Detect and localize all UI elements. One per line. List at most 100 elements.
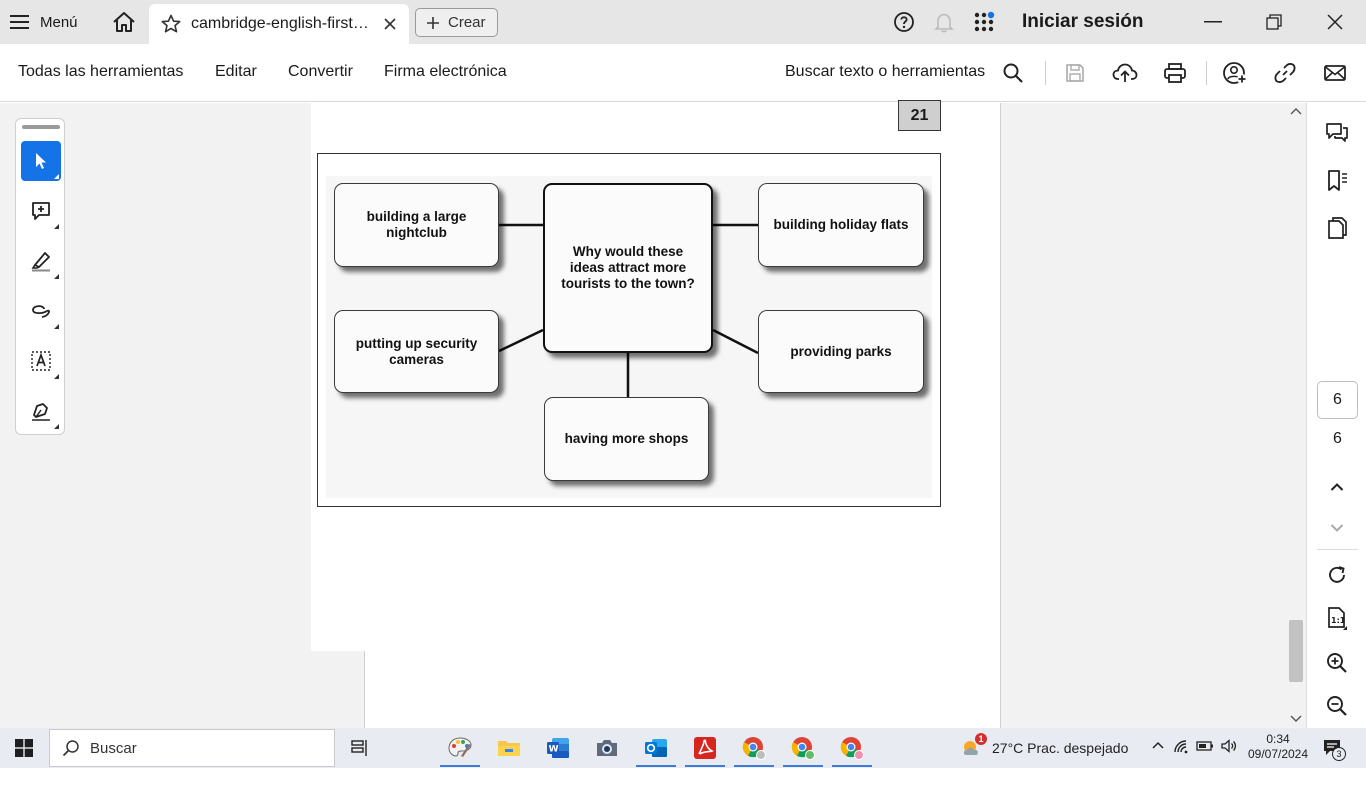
edit-menu[interactable]: Editar xyxy=(215,63,257,80)
create-button[interactable]: Crear xyxy=(415,8,498,37)
search-icon[interactable] xyxy=(1000,60,1026,86)
star-icon[interactable] xyxy=(161,14,181,34)
rotate-button[interactable] xyxy=(1322,560,1352,590)
text-box-tool-button[interactable] xyxy=(21,341,61,381)
more-options-indicator xyxy=(54,174,59,179)
save-icon[interactable] xyxy=(1062,60,1088,86)
start-button[interactable] xyxy=(0,728,48,768)
central-question-node: Why would these ideas attract more touri… xyxy=(543,183,713,353)
rail-drag-handle[interactable] xyxy=(22,125,60,129)
system-tray xyxy=(1150,738,1238,754)
notifications-button[interactable] xyxy=(930,0,958,44)
taskbar-app-file-explorer[interactable] xyxy=(489,728,529,768)
mind-map-diagram: Why would these ideas attract more touri… xyxy=(317,153,941,507)
system-clock[interactable]: 0:34 09/07/2024 xyxy=(1243,732,1313,762)
chrome-icon xyxy=(790,735,816,761)
taskbar-app-camera[interactable] xyxy=(587,728,627,768)
minimize-button[interactable] xyxy=(1196,0,1230,44)
zoom-out-button[interactable] xyxy=(1322,691,1352,721)
pages-button[interactable] xyxy=(1322,214,1352,244)
clock-date: 09/07/2024 xyxy=(1247,747,1309,761)
link-icon[interactable] xyxy=(1272,60,1298,86)
taskbar-app-chrome-3[interactable] xyxy=(832,728,872,768)
taskbar-app-chrome-2[interactable] xyxy=(783,728,823,768)
running-indicator xyxy=(734,765,774,767)
actual-size-icon: 1:1 xyxy=(1326,606,1348,630)
running-indicator xyxy=(440,765,480,767)
home-button[interactable] xyxy=(106,0,142,44)
create-label: Crear xyxy=(448,14,486,31)
previous-page-button[interactable] xyxy=(1322,472,1352,502)
draw-tool-button[interactable] xyxy=(21,291,61,331)
print-icon[interactable] xyxy=(1162,60,1188,86)
notification-icon xyxy=(1322,738,1346,758)
actual-size-button[interactable]: 1:1 xyxy=(1322,603,1352,633)
battery-icon[interactable] xyxy=(1196,739,1214,753)
bookmarks-button[interactable] xyxy=(1322,166,1352,196)
task-view-icon xyxy=(350,739,370,757)
document-tab[interactable]: cambridge-english-first-for-schools xyxy=(149,4,409,44)
comments-button[interactable] xyxy=(1322,118,1352,148)
highlighter-icon xyxy=(30,250,52,272)
taskbar-search-box[interactable]: Buscar xyxy=(49,729,335,767)
menu-button[interactable]: Menú xyxy=(10,0,96,44)
scroll-up-icon[interactable] xyxy=(1290,107,1302,115)
notification-center-button[interactable]: 3 xyxy=(1322,738,1346,761)
taskbar-app-acrobat[interactable] xyxy=(685,728,725,768)
add-comment-tool-button[interactable] xyxy=(21,191,61,231)
main-toolbar: Todas las herramientas Editar Convertir … xyxy=(0,44,1366,102)
running-indicator xyxy=(636,765,676,767)
vertical-scrollbar[interactable] xyxy=(1286,103,1306,728)
notification-count-badge: 3 xyxy=(1332,747,1346,761)
weather-widget[interactable]: 1 27°C Prac. despejado xyxy=(960,733,1128,759)
connector-lines xyxy=(498,223,759,397)
sign-in-link[interactable]: Iniciar sesión xyxy=(1022,11,1144,32)
help-icon xyxy=(893,11,915,33)
acrobat-icon xyxy=(693,736,717,760)
sign-tool-button[interactable] xyxy=(21,391,61,431)
email-icon[interactable] xyxy=(1322,60,1348,86)
screen-bottom-edge xyxy=(0,768,1366,788)
share-user-icon[interactable] xyxy=(1222,60,1248,86)
zoom-out-icon xyxy=(1326,695,1348,717)
close-tab-icon[interactable] xyxy=(381,15,399,33)
scrollbar-thumb[interactable] xyxy=(1289,620,1303,682)
rail-divider xyxy=(1317,549,1358,550)
zoom-in-button[interactable] xyxy=(1322,648,1352,678)
taskbar-app-paint[interactable] xyxy=(440,728,480,768)
svg-text:W: W xyxy=(549,745,559,755)
restore-button[interactable] xyxy=(1257,0,1291,44)
current-page-input[interactable]: 6 xyxy=(1317,381,1358,419)
taskbar-app-word[interactable]: W xyxy=(538,728,578,768)
right-side-panel: 6 6 1:1 xyxy=(1306,103,1366,728)
close-icon xyxy=(1327,14,1343,30)
hamburger-icon xyxy=(10,14,30,30)
esign-menu[interactable]: Firma electrónica xyxy=(384,63,507,80)
convert-menu[interactable]: Convertir xyxy=(288,63,353,80)
task-view-button[interactable] xyxy=(340,728,380,768)
chevron-up-icon xyxy=(1330,482,1344,492)
chevron-up-icon[interactable] xyxy=(1150,738,1166,754)
close-window-button[interactable] xyxy=(1318,0,1352,44)
document-workspace: 21 Why would these ideas attract more to… xyxy=(0,100,1306,728)
help-button[interactable] xyxy=(890,0,918,44)
chevron-down-icon xyxy=(1330,523,1344,533)
wifi-icon[interactable] xyxy=(1172,738,1190,754)
home-icon xyxy=(112,11,136,33)
highlight-tool-button[interactable] xyxy=(21,241,61,281)
rotate-icon xyxy=(1326,564,1348,586)
chrome-icon xyxy=(741,735,767,761)
scroll-down-icon[interactable] xyxy=(1290,715,1302,723)
search-tools-label[interactable]: Buscar texto o herramientas xyxy=(785,63,986,80)
volume-icon[interactable] xyxy=(1220,738,1238,754)
taskbar-app-chrome-1[interactable] xyxy=(734,728,774,768)
upload-cloud-icon[interactable] xyxy=(1112,60,1138,86)
apps-button[interactable] xyxy=(970,0,998,44)
select-tool-button[interactable] xyxy=(21,141,61,181)
text-box-icon xyxy=(30,350,52,372)
bell-icon xyxy=(934,11,954,33)
all-tools-menu[interactable]: Todas las herramientas xyxy=(18,63,184,80)
freehand-lasso-icon xyxy=(30,300,52,322)
taskbar-app-outlook[interactable] xyxy=(636,728,676,768)
next-page-button[interactable] xyxy=(1322,513,1352,543)
